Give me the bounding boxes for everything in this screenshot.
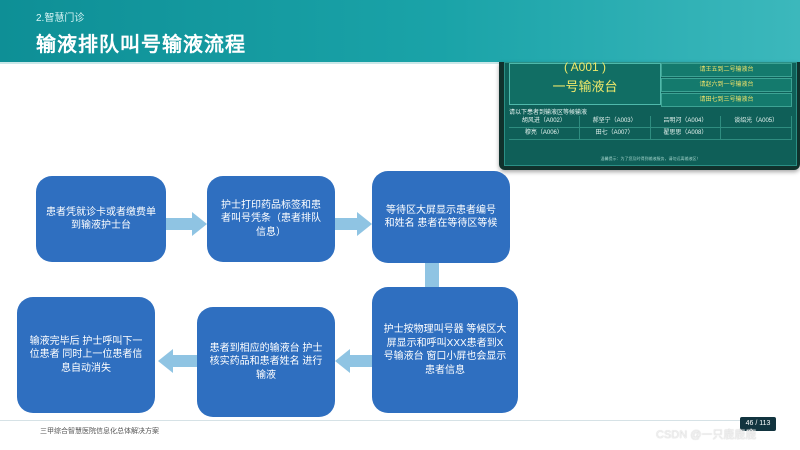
call-list: 请王五到二号输液台 请赵六到一号输液台 请田七到三号输液台 (661, 63, 792, 108)
flow-step-5-text: 患者到相应的输液台 护士核实药品和患者姓名 进行输液 (209, 342, 323, 381)
page-title: 输液排队叫号输液流程 (36, 34, 246, 56)
screen-footer-note: 温馨提示：为了您及时得到输液服务，请勿远离输液区！ (600, 156, 701, 161)
footer-text: 三甲综合智慧医院信息化总体解决方案 (40, 428, 159, 435)
footer-divider (0, 420, 740, 421)
arrow-left-icon (335, 349, 372, 373)
queue-display-screen: ( A001 ) 一号输液台 请王五到二号输液台 请赵六到一号输液台 请田七到三… (499, 60, 800, 170)
flow-step-5: 患者到相应的输液台 护士核实药品和患者姓名 进行输液 (197, 307, 335, 417)
call-row: 请田七到三号输液台 (661, 93, 792, 107)
arrow-down-connector-icon (425, 263, 439, 287)
call-row: 请王五到二号输液台 (661, 63, 792, 77)
waiting-list-title: 请以下患者到输液区等候输液 (509, 110, 588, 116)
flow-step-4: 护士按物理叫号器 等候区大屏显示和呼叫XXX患者到X号输液台 窗口小屏也会显示患… (372, 287, 518, 413)
flow-step-1-text: 患者凭就诊卡或者缴费单到输液护士台 (46, 206, 156, 232)
header-divider (0, 62, 800, 64)
waiting-list: 胡风进（A002） 郝坚宁（A003） 吕明河（A004） 谈绍光（A005） … (509, 116, 792, 140)
queue-station-name: 一号输液台 (552, 79, 618, 94)
page-number: 46 / 113 (740, 417, 776, 431)
flow-step-1: 患者凭就诊卡或者缴费单到输液护士台 (36, 176, 166, 262)
flow-step-2: 护士打印药品标签和患者叫号凭条（患者排队信息） (207, 176, 335, 262)
arrow-left-icon (158, 349, 197, 373)
waiting-patient: 穆亮（A006） (509, 128, 580, 139)
waiting-patient (721, 128, 792, 139)
current-queue-card: ( A001 ) 一号输液台 (509, 60, 661, 105)
waiting-patient: 翟思思（A008） (651, 128, 722, 139)
waiting-patient: 谈绍光（A005） (721, 116, 792, 127)
arrow-right-icon (166, 212, 207, 236)
waiting-patient: 田七（A007） (580, 128, 651, 139)
header-bar: 2.智慧门诊 输液排队叫号输液流程 (0, 0, 800, 62)
flow-step-3: 等待区大屏显示患者编号和姓名 患者在等待区等候 (372, 171, 510, 263)
flow-step-6: 输液完毕后 护士呼叫下一位患者 同时上一位患者信息自动消失 (17, 297, 155, 413)
flow-step-3-text: 等待区大屏显示患者编号和姓名 患者在等待区等候 (384, 204, 498, 230)
call-row: 请赵六到一号输液台 (661, 78, 792, 92)
watermark: CSDN @一只鹿鹿鹿 (656, 429, 757, 441)
screen-panel: ( A001 ) 一号输液台 请王五到二号输液台 请赵六到一号输液台 请田七到三… (504, 60, 797, 166)
flow-step-4-text: 护士按物理叫号器 等候区大屏显示和呼叫XXX患者到X号输液台 窗口小屏也会显示患… (383, 324, 507, 376)
waiting-patient: 吕明河（A004） (651, 116, 722, 127)
waiting-patient: 胡风进（A002） (509, 116, 580, 127)
flow-step-2-text: 护士打印药品标签和患者叫号凭条（患者排队信息） (221, 199, 321, 238)
waiting-patient: 郝坚宁（A003） (580, 116, 651, 127)
arrow-right-icon (335, 212, 372, 236)
queue-code: ( A001 ) (563, 60, 607, 74)
section-label: 2.智慧门诊 (36, 13, 85, 24)
flow-step-6-text: 输液完毕后 护士呼叫下一位患者 同时上一位患者信息自动消失 (29, 335, 143, 374)
waiting-row: 穆亮（A006） 田七（A007） 翟思思（A008） (509, 128, 792, 140)
waiting-row: 胡风进（A002） 郝坚宁（A003） 吕明河（A004） 谈绍光（A005） (509, 116, 792, 128)
